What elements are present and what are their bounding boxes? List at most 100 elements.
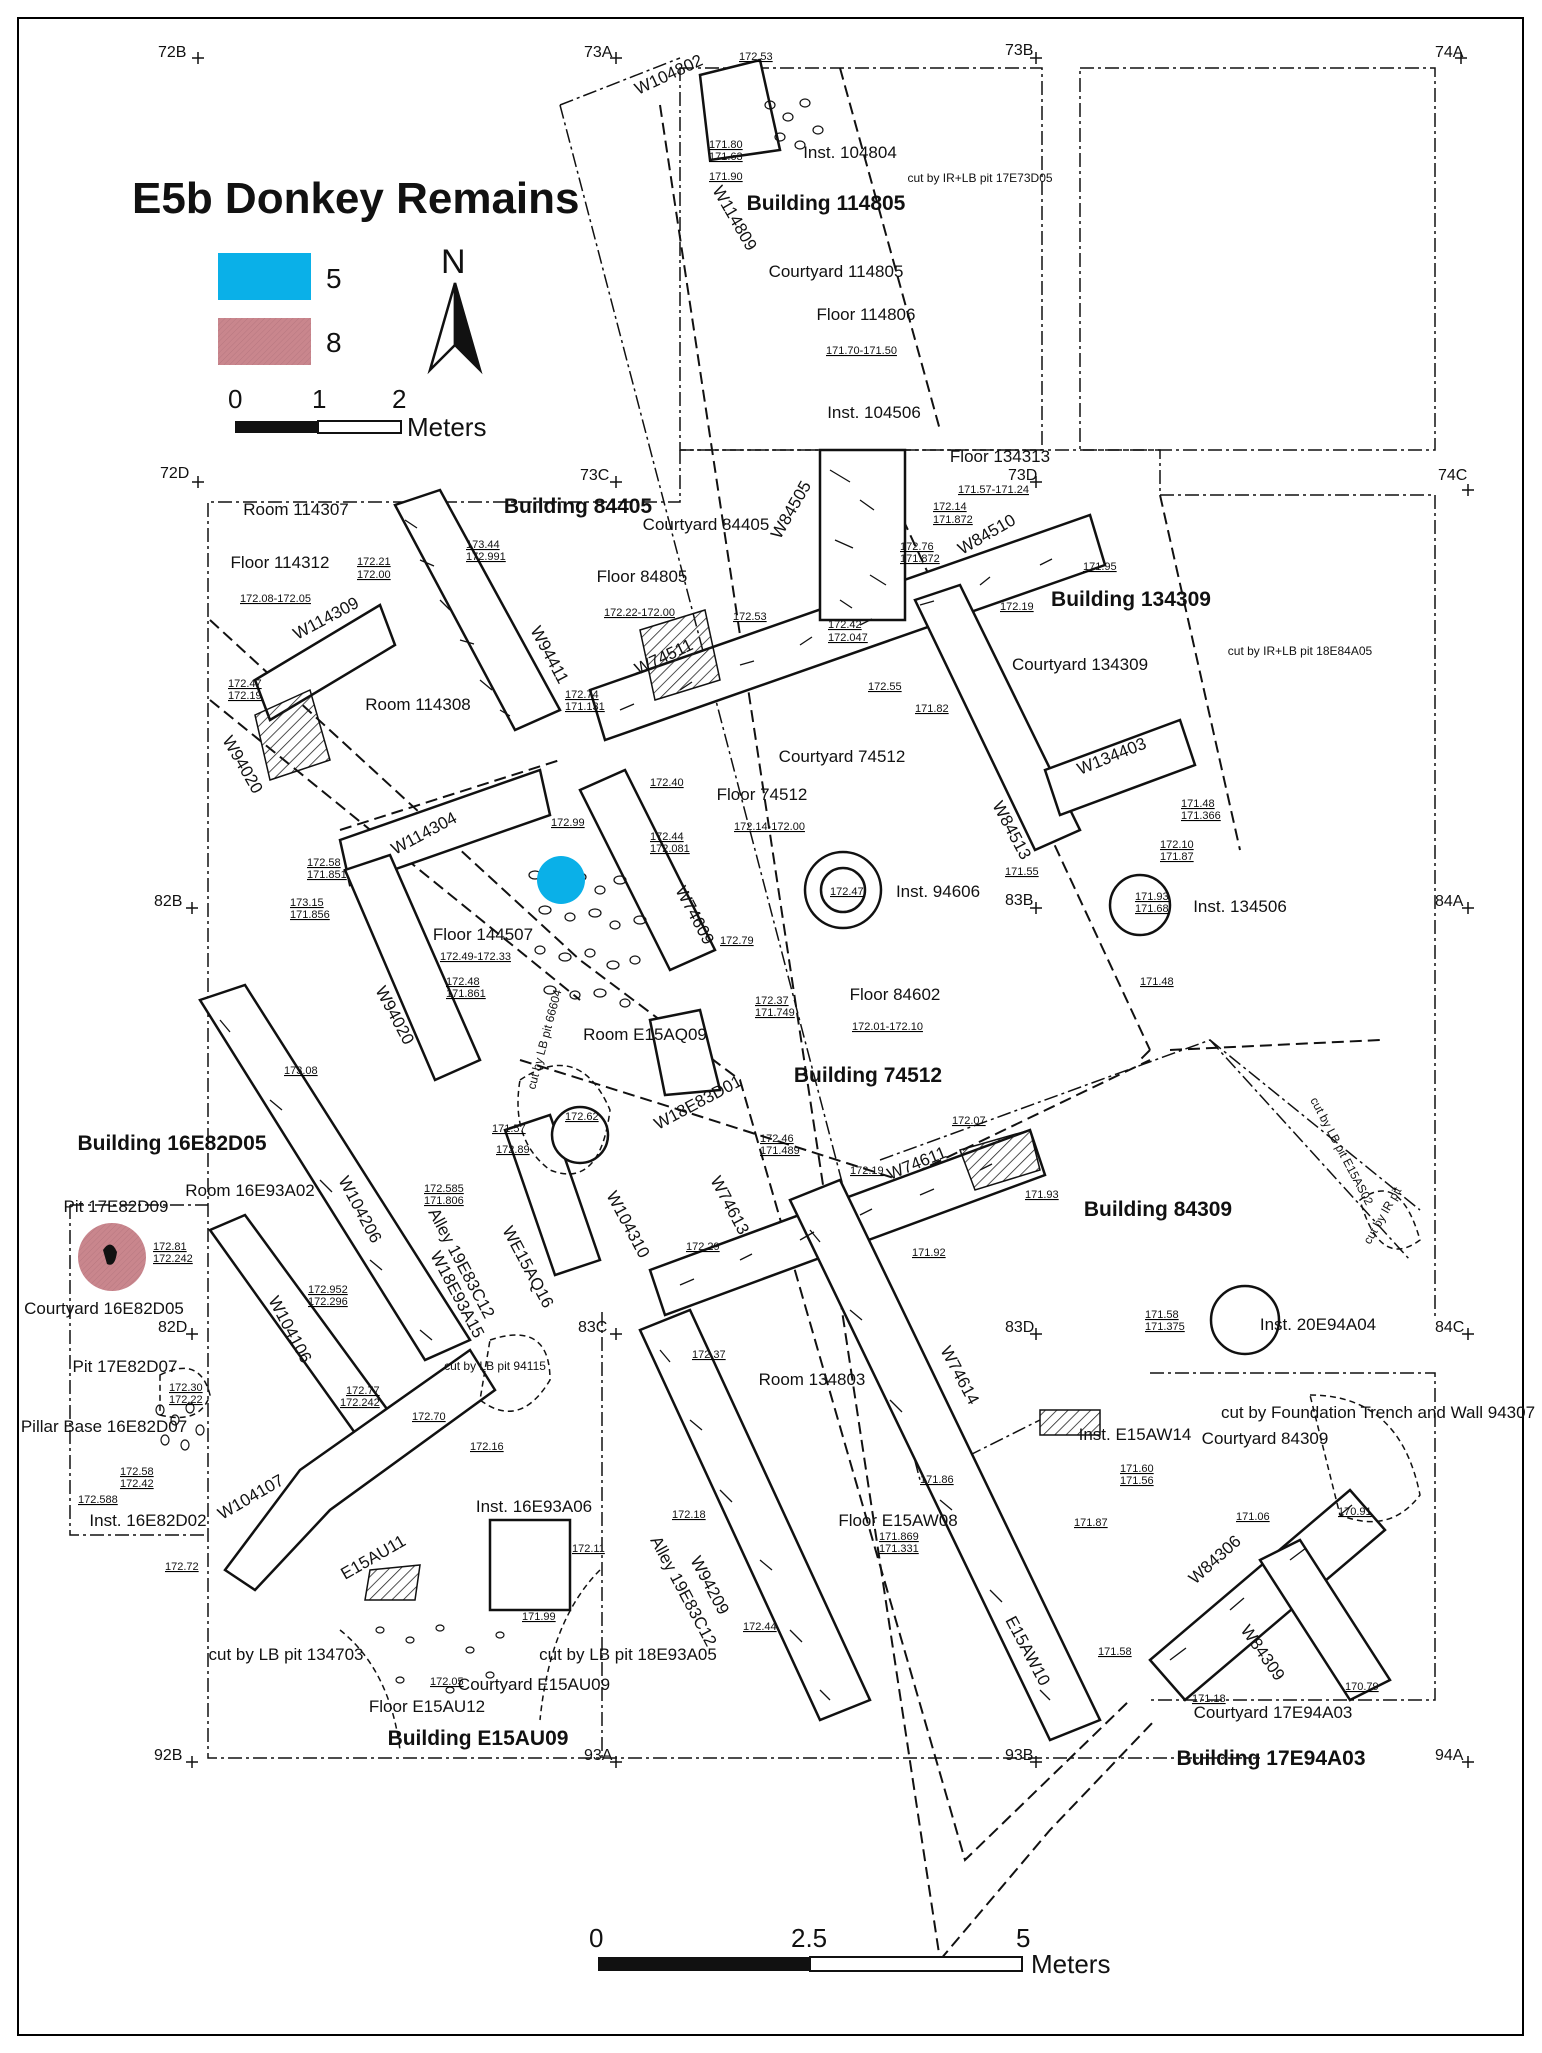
- svg-text:N: N: [441, 243, 466, 281]
- svg-text:74C: 74C: [1438, 467, 1467, 484]
- svg-text:Courtyard 74512: Courtyard 74512: [779, 747, 906, 766]
- svg-text:82D: 82D: [158, 1319, 187, 1336]
- svg-text:171.18: 171.18: [1192, 1693, 1226, 1705]
- svg-text:Room 134803: Room 134803: [759, 1370, 866, 1389]
- svg-text:Courtyard E15AU09: Courtyard E15AU09: [458, 1675, 610, 1694]
- svg-text:cut by IR+LB pit 17E73D05: cut by IR+LB pit 17E73D05: [907, 171, 1052, 185]
- svg-text:0: 0: [589, 1923, 603, 1953]
- svg-text:Inst. 104506: Inst. 104506: [827, 403, 921, 422]
- svg-text:172.46: 172.46: [760, 1133, 794, 1145]
- svg-text:Pit 17E82D07: Pit 17E82D07: [73, 1357, 178, 1376]
- svg-text:171.93: 171.93: [1135, 891, 1169, 903]
- svg-text:cut by LB pit 134703: cut by LB pit 134703: [208, 1645, 363, 1664]
- svg-text:172.47: 172.47: [228, 678, 262, 690]
- svg-text:172.588: 172.588: [78, 1494, 118, 1506]
- svg-text:82B: 82B: [154, 893, 182, 910]
- small-scale-bar: 0 1 2 Meters: [228, 384, 486, 442]
- svg-text:172.55: 172.55: [868, 681, 902, 693]
- svg-text:171.60: 171.60: [1120, 1463, 1154, 1475]
- svg-text:Inst. E15AW14: Inst. E15AW14: [1079, 1425, 1192, 1444]
- svg-text:171.56: 171.56: [1120, 1475, 1154, 1487]
- svg-text:Meters: Meters: [1031, 1949, 1110, 1979]
- svg-text:171.331: 171.331: [879, 1543, 919, 1555]
- map-title: E5b Donkey Remains: [132, 174, 580, 223]
- courtyard-labels: Courtyard 114805 Courtyard 84405 Courtya…: [24, 262, 1352, 1722]
- svg-text:172.01-172.10: 172.01-172.10: [852, 1021, 923, 1033]
- svg-text:W104802: W104802: [632, 51, 706, 99]
- svg-text:93A: 93A: [584, 1747, 613, 1764]
- svg-text:172.44: 172.44: [743, 1621, 777, 1633]
- svg-text:Inst. 134506: Inst. 134506: [1193, 897, 1287, 916]
- svg-text:Floor 84602: Floor 84602: [850, 985, 941, 1004]
- svg-text:172.62: 172.62: [565, 1111, 599, 1123]
- svg-text:172.081: 172.081: [650, 843, 690, 855]
- svg-text:cut by Foundation Trench and W: cut by Foundation Trench and Wall 94307: [1221, 1403, 1535, 1422]
- svg-text:2: 2: [392, 384, 406, 414]
- svg-text:171.806: 171.806: [424, 1195, 464, 1207]
- svg-text:171.58: 171.58: [1145, 1309, 1179, 1321]
- svg-text:Inst. 16E93A06: Inst. 16E93A06: [476, 1497, 592, 1516]
- pebble-fields: [155, 98, 824, 1694]
- svg-text:74A: 74A: [1435, 44, 1464, 61]
- svg-text:172.99: 172.99: [551, 817, 585, 829]
- svg-text:cut by LB pit 66604: cut by LB pit 66604: [524, 988, 564, 1091]
- svg-text:172.58: 172.58: [120, 1466, 154, 1478]
- svg-text:Pillar Base 16E82D07: Pillar Base 16E82D07: [21, 1417, 187, 1436]
- svg-text:171.70-171.50: 171.70-171.50: [826, 345, 897, 357]
- svg-text:73A: 73A: [584, 44, 613, 61]
- svg-text:Courtyard 84309: Courtyard 84309: [1202, 1429, 1329, 1448]
- svg-text:172.89: 172.89: [496, 1144, 530, 1156]
- svg-text:cut by LB pit E15AS02: cut by LB pit E15AS02: [1307, 1095, 1376, 1208]
- svg-text:Courtyard 84405: Courtyard 84405: [643, 515, 770, 534]
- svg-text:172.37: 172.37: [692, 1349, 726, 1361]
- svg-text:Courtyard 16E82D05: Courtyard 16E82D05: [24, 1299, 184, 1318]
- svg-text:172.00: 172.00: [357, 569, 391, 581]
- svg-text:171.872: 171.872: [900, 553, 940, 565]
- svg-text:172.79: 172.79: [720, 935, 754, 947]
- svg-text:2.5: 2.5: [791, 1923, 827, 1953]
- svg-text:172.58: 172.58: [307, 857, 341, 869]
- svg-text:172.19: 172.19: [1000, 601, 1034, 613]
- map-frame: [17, 17, 1524, 2036]
- svg-text:171.80: 171.80: [709, 139, 743, 151]
- svg-text:172.44: 172.44: [650, 831, 684, 843]
- svg-text:Courtyard 17E94A03: Courtyard 17E94A03: [1194, 1703, 1353, 1722]
- elevation-labels: 172.53 171.80 171.63 171.90 171.70-171.5…: [78, 51, 1379, 1705]
- boundary-dashdot: [559, 57, 1421, 1482]
- svg-text:171.86: 171.86: [920, 1474, 954, 1486]
- stone-texture: [219, 469, 1353, 1701]
- svg-text:W74613: W74613: [706, 1173, 753, 1238]
- svg-text:Inst. 20E94A04: Inst. 20E94A04: [1260, 1315, 1376, 1334]
- svg-text:171.06: 171.06: [1236, 1511, 1270, 1523]
- legend-label-5: 5: [326, 263, 342, 294]
- svg-text:Courtyard 114805: Courtyard 114805: [769, 262, 904, 281]
- svg-text:171.87: 171.87: [1074, 1517, 1108, 1529]
- svg-text:Inst. 94606: Inst. 94606: [896, 882, 980, 901]
- svg-text:172.991: 172.991: [466, 551, 506, 563]
- svg-text:171.99: 171.99: [522, 1611, 556, 1623]
- svg-text:73D: 73D: [1008, 467, 1037, 484]
- svg-text:1: 1: [312, 384, 326, 414]
- svg-text:93B: 93B: [1005, 1747, 1033, 1764]
- svg-text:172.07: 172.07: [952, 1115, 986, 1127]
- svg-text:171.869: 171.869: [879, 1531, 919, 1543]
- svg-text:172.10: 172.10: [1160, 839, 1194, 851]
- svg-text:171.57-171.24: 171.57-171.24: [958, 484, 1029, 496]
- svg-text:92B: 92B: [154, 1747, 182, 1764]
- north-arrow-icon: N: [427, 243, 483, 375]
- svg-text:172.242: 172.242: [153, 1253, 193, 1265]
- svg-text:73B: 73B: [1005, 42, 1033, 59]
- svg-text:83B: 83B: [1005, 892, 1033, 909]
- svg-text:172.242: 172.242: [340, 1397, 380, 1409]
- pit-outlines: [159, 1064, 1421, 1751]
- svg-text:Courtyard 134309: Courtyard 134309: [1012, 655, 1148, 674]
- svg-text:173.44: 173.44: [466, 539, 500, 551]
- svg-text:172.48: 172.48: [446, 976, 480, 988]
- svg-text:72B: 72B: [158, 44, 186, 61]
- svg-text:Floor 84805: Floor 84805: [597, 567, 688, 586]
- svg-text:171.92: 171.92: [912, 1247, 946, 1259]
- svg-text:cut by IR+LB pit 18E84A05: cut by IR+LB pit 18E84A05: [1228, 644, 1373, 658]
- floor-labels: Floor 114806 Floor 114312 Floor 84805 Fl…: [231, 305, 1051, 1716]
- svg-text:Building 84309: Building 84309: [1084, 1198, 1232, 1221]
